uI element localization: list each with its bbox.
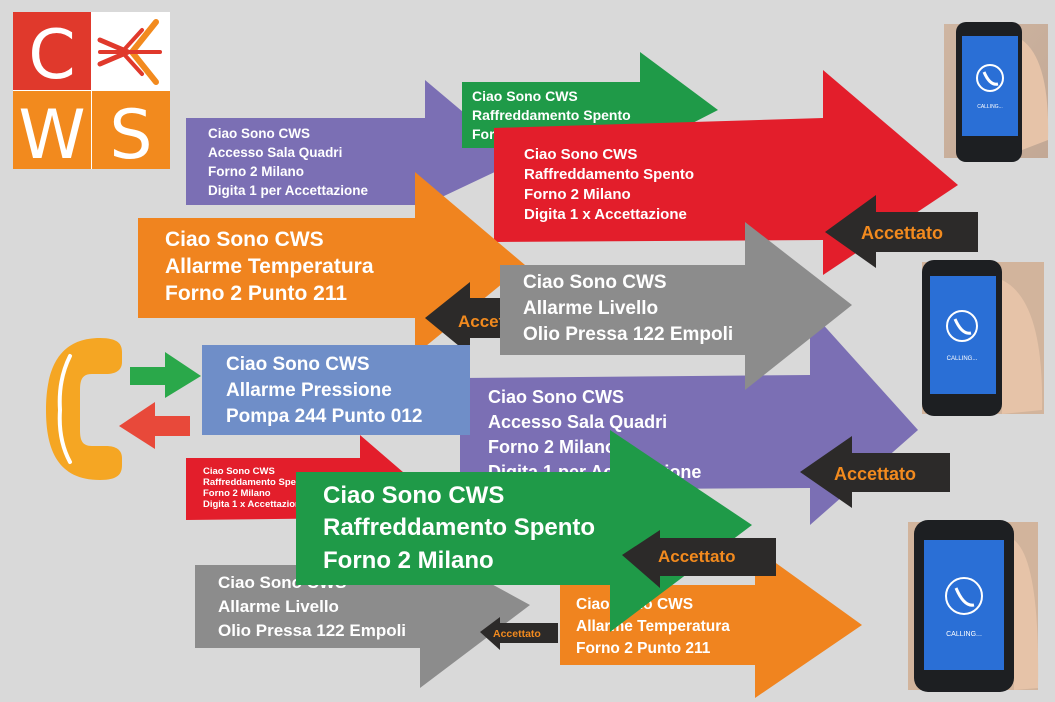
logo-letter-c: C bbox=[28, 16, 75, 95]
message-arrow-orange-big: Ciao Sono CWS Allarme Temperatura Forno … bbox=[138, 172, 525, 355]
outgoing-arrow-icon bbox=[130, 352, 201, 398]
message-arrow-blue-mid: Ciao Sono CWS Allarme Pressione Pompa 24… bbox=[202, 345, 470, 435]
smartphone-calling-2: CALLING... bbox=[922, 260, 1044, 416]
svg-text:Ciao Sono CWS Allarme Li: Ciao Sono CWS Allarme Livello Olio Press… bbox=[523, 272, 733, 345]
accepted-arrow-green: Accettato bbox=[622, 530, 776, 588]
svg-text:Ciao Sono CWS Allarme Te: Ciao Sono CWS Allarme Temperatura Forno … bbox=[576, 596, 734, 657]
logo-bolt-icon bbox=[97, 19, 162, 85]
accepted-arrow-top: Accettato bbox=[825, 195, 978, 268]
svg-text:CALLING...: CALLING... bbox=[947, 356, 978, 362]
smartphone-calling-3: CALLING... bbox=[908, 520, 1039, 692]
accepted-arrow-mid: Accettato bbox=[800, 436, 950, 508]
svg-text:Accettato: Accettato bbox=[861, 223, 943, 243]
logo-letter-w: W bbox=[18, 96, 85, 175]
accepted-arrow-small: Accettato bbox=[480, 617, 558, 650]
svg-text:Ciao Sono CWS Allarme Te: Ciao Sono CWS Allarme Temperatura Forno … bbox=[165, 228, 379, 305]
phone-icon bbox=[46, 338, 122, 480]
svg-text:Ciao Sono CWS Raffreddam: Ciao Sono CWS Raffreddamento Spento Forn… bbox=[203, 466, 313, 510]
cws-logo: C W S bbox=[13, 12, 170, 175]
svg-text:Accettato: Accettato bbox=[834, 464, 916, 484]
svg-text:Ciao Sono CWS Allarme Pr: Ciao Sono CWS Allarme Pressione Pompa 24… bbox=[226, 354, 422, 427]
svg-text:Ciao Sono CWS Accesso Sa: Ciao Sono CWS Accesso Sala Quadri Forno … bbox=[208, 126, 369, 198]
incoming-arrow-icon bbox=[119, 402, 190, 449]
svg-text:Accettato: Accettato bbox=[658, 547, 735, 566]
svg-text:Ciao Sono CWS Allarme Li: Ciao Sono CWS Allarme Livello Olio Press… bbox=[218, 573, 406, 640]
smartphone-calling-1: CALLING... bbox=[944, 22, 1049, 162]
svg-text:Accettato: Accettato bbox=[493, 628, 541, 640]
svg-text:Ciao Sono CWS Raffreddam: Ciao Sono CWS Raffreddamento Spento Forn… bbox=[323, 482, 602, 574]
message-arrow-green-big: Ciao Sono CWS Raffreddamento Spento Forn… bbox=[296, 430, 752, 632]
logo-letter-s: S bbox=[109, 96, 152, 175]
svg-text:CALLING...: CALLING... bbox=[946, 631, 982, 638]
message-arrow-gray-mid: Ciao Sono CWS Allarme Livello Olio Press… bbox=[500, 222, 852, 390]
message-arrow-purple-small: Ciao Sono CWS Accesso Sala Quadri Forno … bbox=[186, 80, 520, 205]
svg-text:CALLING...: CALLING... bbox=[977, 104, 1003, 110]
svg-text:Ciao Sono CWS Raffreddam: Ciao Sono CWS Raffreddamento Spento Forn… bbox=[524, 146, 698, 223]
